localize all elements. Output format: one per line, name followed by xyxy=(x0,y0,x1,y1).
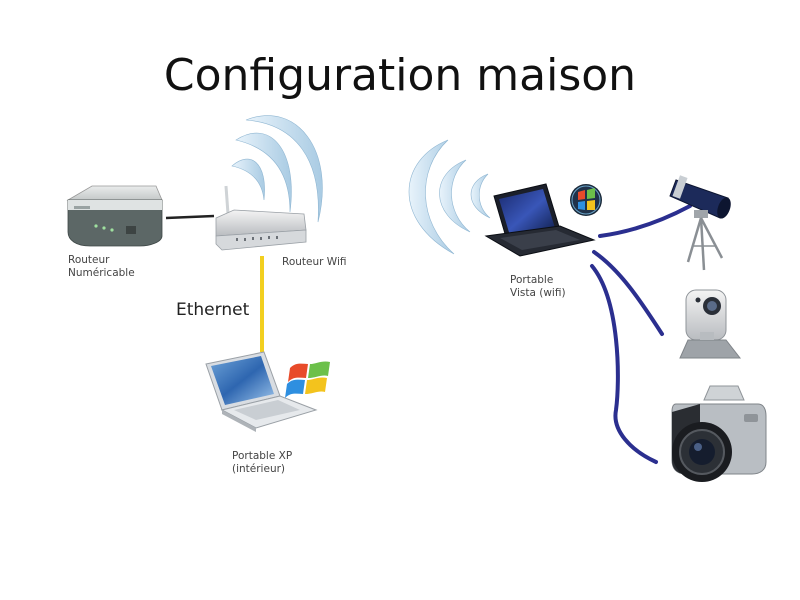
usb-cables xyxy=(590,204,692,464)
webcam-icon xyxy=(679,289,742,359)
wifi-waves-router xyxy=(231,115,323,223)
laptop-xp-icon xyxy=(205,351,318,432)
ethernet-label: Ethernet xyxy=(176,300,250,320)
windows-xp-logo-icon xyxy=(285,361,330,398)
telescope-icon xyxy=(669,175,731,271)
laptop-xp-label-line1: Portable XP xyxy=(232,450,293,462)
modem-label: Routeur Numéricable xyxy=(68,254,135,280)
router-label-line1: Routeur Wifi xyxy=(282,256,347,268)
page-title: Configuration maison xyxy=(163,50,637,101)
cable-telescope xyxy=(598,204,692,238)
laptop-vista-label: Portable Vista (wifi) xyxy=(510,274,566,300)
wifi-router-icon xyxy=(215,185,307,251)
modem-label-line1: Routeur xyxy=(68,254,110,266)
router-label: Routeur Wifi xyxy=(282,256,346,269)
cable-camera xyxy=(590,264,658,464)
laptop-vista-icon xyxy=(484,183,596,257)
wifi-waves-laptop xyxy=(408,139,491,255)
cable-webcam xyxy=(592,250,664,336)
laptop-xp-label-line2: (intérieur) xyxy=(232,463,286,475)
modem-icon xyxy=(66,185,163,247)
laptop-vista-label-line2: Vista (wifi) xyxy=(510,287,566,299)
modem-label-line2: Numéricable xyxy=(68,267,135,279)
wire-modem-router xyxy=(165,214,215,220)
laptop-xp-label: Portable XP (intérieur) xyxy=(232,450,292,476)
camera-icon xyxy=(671,385,767,482)
laptop-vista-label-line1: Portable xyxy=(510,274,554,286)
windows-vista-logo-icon xyxy=(570,184,602,216)
